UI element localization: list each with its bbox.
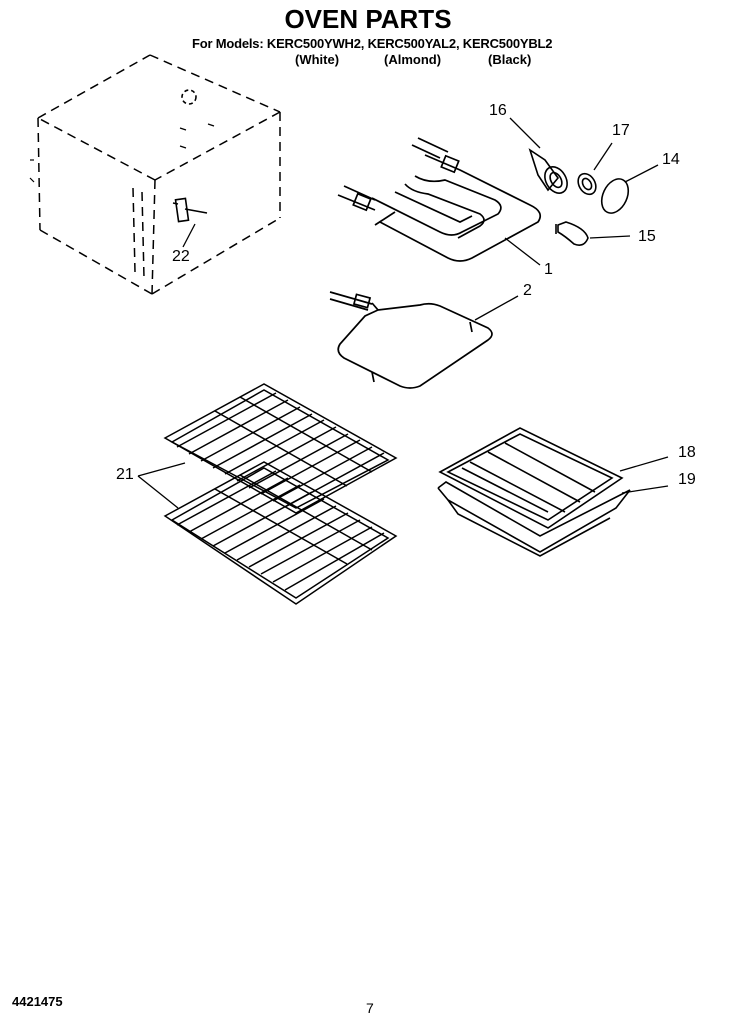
- part-15-bulb: [555, 221, 589, 246]
- callout-2: 2: [523, 282, 532, 299]
- leader-17: [593, 142, 613, 171]
- callout-18: 18: [678, 444, 696, 461]
- callout-17: 17: [612, 122, 630, 139]
- color-white: (White): [295, 52, 340, 67]
- leader-14: [624, 164, 659, 183]
- callout-15: 15: [638, 228, 656, 245]
- leader-22: [182, 223, 196, 248]
- models-line: For Models: KERC500YWH2, KERC500YAL2, KE…: [192, 36, 553, 51]
- leader-21a: [137, 462, 186, 477]
- cavity-vent-opening: [181, 89, 197, 105]
- leader-1: [504, 237, 541, 266]
- part-14-lens: [600, 178, 630, 214]
- oven-cavity: [37, 54, 281, 295]
- part-21-rack-lower: [163, 461, 398, 605]
- page-number: 7: [366, 1000, 374, 1016]
- part-2-bake-element: [329, 291, 493, 389]
- part-19-broil-pan: [437, 481, 631, 557]
- part-18-broil-grid: [438, 427, 624, 529]
- callout-22: 22: [172, 248, 190, 265]
- callout-21: 21: [116, 466, 134, 483]
- callout-1: 1: [544, 261, 553, 278]
- part-17-gasket: [577, 172, 597, 196]
- part-22-bracket: [172, 197, 208, 223]
- part-21-rack-upper: [163, 383, 398, 514]
- leader-15: [589, 235, 631, 239]
- leader-18: [619, 456, 669, 472]
- cavity-side-marks: [29, 123, 215, 183]
- leader-2: [474, 295, 519, 321]
- callout-14: 14: [662, 151, 680, 168]
- color-almond: (Almond): [384, 52, 442, 67]
- leader-19: [621, 485, 669, 494]
- color-black: (Black): [488, 52, 532, 67]
- page-title: OVEN PARTS: [284, 4, 452, 34]
- callout-16: 16: [489, 102, 507, 119]
- part-16-light-socket: [528, 148, 568, 194]
- leader-21b: [137, 475, 179, 509]
- part-1-broil-element: [337, 137, 542, 262]
- document-number: 4421475: [12, 994, 63, 1009]
- leader-16: [509, 117, 541, 149]
- callout-19: 19: [678, 471, 696, 488]
